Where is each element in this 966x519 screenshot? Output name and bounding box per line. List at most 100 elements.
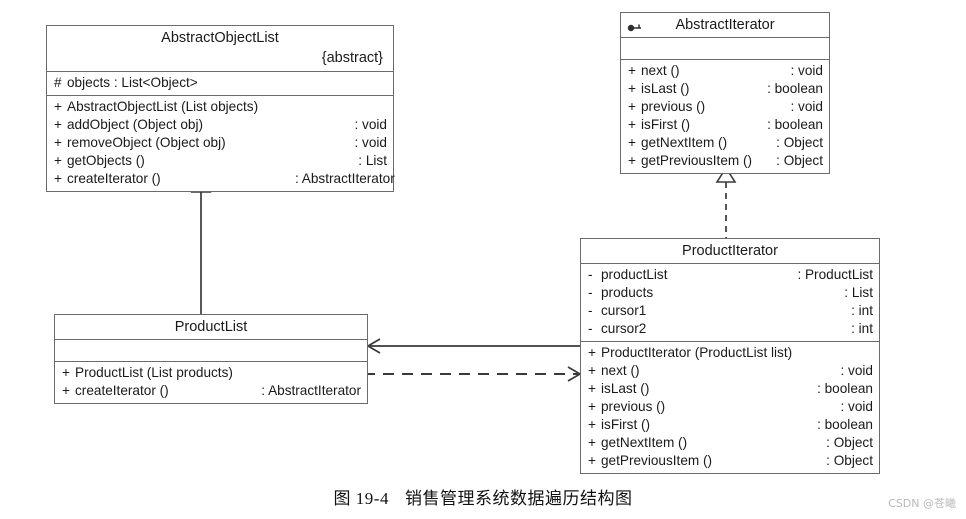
attribute-signature: products	[601, 285, 654, 300]
class-header-product-iterator: ProductIterator	[581, 239, 879, 264]
visibility-marker: -	[588, 267, 593, 282]
operation-type: : void	[840, 363, 874, 378]
attribute-type: : int	[851, 321, 873, 336]
operation-signature: isFirst ()	[641, 117, 691, 132]
class-name-product-iterator: ProductIterator	[682, 243, 778, 259]
operation-row: + next () : void	[621, 62, 829, 80]
visibility-marker: +	[62, 383, 70, 398]
operation-row: + removeObject (Object obj) : void	[47, 134, 393, 152]
operation-row: + getNextItem () : Object	[581, 434, 879, 452]
operation-row: + createIterator () : AbstractIterator	[55, 382, 367, 400]
operation-row: + ProductIterator (ProductList list)	[581, 344, 879, 362]
operation-signature: previous ()	[601, 399, 666, 414]
operation-row: + addObject (Object obj) : void	[47, 116, 393, 134]
operation-type: : void	[790, 63, 824, 78]
operation-signature: createIterator ()	[75, 383, 169, 398]
operation-row: + isLast () : boolean	[581, 380, 879, 398]
operation-row: + isLast () : boolean	[621, 80, 829, 98]
operation-signature: isFirst ()	[601, 417, 651, 432]
operations-abstract-object-list: + AbstractObjectList (List objects) + ad…	[47, 96, 395, 191]
visibility-marker: +	[588, 363, 596, 378]
visibility-marker: +	[54, 153, 62, 168]
attributes-abstract-iterator	[621, 38, 829, 60]
operation-type: : Object	[826, 453, 873, 468]
operation-signature: previous ()	[641, 99, 706, 114]
class-header-abstract-object-list: AbstractObjectList {abstract}	[47, 26, 393, 72]
operation-signature: addObject (Object obj)	[67, 117, 204, 132]
operation-signature: next ()	[641, 63, 680, 78]
visibility-marker: +	[54, 99, 62, 114]
attribute-signature: productList	[601, 267, 668, 282]
operation-type: : void	[840, 399, 874, 414]
visibility-marker: +	[628, 81, 636, 96]
visibility-marker: +	[628, 99, 636, 114]
class-abstract-object-list[interactable]: AbstractObjectList {abstract} # objects …	[46, 25, 395, 192]
operation-type: : Object	[776, 153, 823, 168]
operation-row: + getPreviousItem () : Object	[621, 152, 829, 170]
class-product-list[interactable]: ProductList + ProductList (List products…	[54, 314, 368, 404]
operation-row: + createIterator () : AbstractIterator	[47, 170, 395, 188]
class-product-iterator[interactable]: ProductIterator - productList : ProductL…	[580, 238, 880, 474]
operation-type: : void	[354, 117, 388, 132]
attribute-row: - productList : ProductList	[581, 266, 879, 284]
operation-row: + ProductList (List products)	[55, 364, 367, 382]
attribute-signature: cursor1	[601, 303, 647, 318]
operation-signature: getNextItem ()	[641, 135, 728, 150]
operation-signature: isLast ()	[601, 381, 650, 396]
operations-product-list: + ProductList (List products) + createIt…	[55, 362, 367, 403]
attribute-type: : ProductList	[797, 267, 873, 282]
operations-abstract-iterator: + next () : void + isLast () : boolean +…	[621, 60, 829, 173]
class-name-product-list: ProductList	[174, 319, 248, 335]
class-name-abstract-iterator: AbstractIterator	[675, 17, 775, 33]
operation-row: + isFirst () : boolean	[581, 416, 879, 434]
operation-signature: removeObject (Object obj)	[67, 135, 226, 150]
operation-signature: ProductList (List products)	[75, 365, 233, 380]
attribute-signature: cursor2	[601, 321, 647, 336]
visibility-marker: +	[54, 171, 62, 186]
operation-type: : AbstractIterator	[295, 171, 395, 186]
visibility-marker: #	[54, 75, 62, 90]
operation-type: : Object	[776, 135, 823, 150]
operation-row: + next () : void	[581, 362, 879, 380]
interface-icon	[627, 20, 643, 32]
attribute-type: : int	[851, 303, 873, 318]
operation-row: + previous () : void	[621, 98, 829, 116]
visibility-marker: +	[628, 153, 636, 168]
operation-type: : void	[790, 99, 824, 114]
figure-number: 图 19-4	[333, 489, 389, 508]
operation-type: : Object	[826, 435, 873, 450]
visibility-marker: +	[62, 365, 70, 380]
class-stereotype-abstract-object-list: {abstract}	[321, 50, 383, 66]
operation-row: + AbstractObjectList (List objects)	[47, 98, 393, 116]
operation-type: : boolean	[817, 417, 873, 432]
operations-product-iterator: + ProductIterator (ProductList list) + n…	[581, 342, 879, 473]
operation-type: : void	[354, 135, 388, 150]
visibility-marker: +	[588, 435, 596, 450]
attribute-row: - cursor1 : int	[581, 302, 879, 320]
operation-signature: getPreviousItem ()	[641, 153, 753, 168]
attributes-product-list	[55, 340, 367, 362]
visibility-marker: +	[54, 117, 62, 132]
attribute-type: : List	[844, 285, 873, 300]
realization-productiterator-abstractiterator	[705, 166, 747, 242]
operation-row: + getNextItem () : Object	[621, 134, 829, 152]
visibility-marker: +	[588, 417, 596, 432]
class-abstract-iterator[interactable]: AbstractIterator + next () : void + isLa…	[620, 12, 830, 174]
visibility-marker: +	[628, 117, 636, 132]
operation-type: : boolean	[767, 81, 823, 96]
attribute-row: # objects : List<Object>	[47, 74, 393, 92]
visibility-marker: +	[588, 381, 596, 396]
operation-signature: isLast ()	[641, 81, 690, 96]
attribute-row: - products : List	[581, 284, 879, 302]
operation-row: + getObjects () : List	[47, 152, 393, 170]
operation-signature: getObjects ()	[67, 153, 145, 168]
visibility-marker: +	[588, 345, 596, 360]
operation-signature: ProductIterator (ProductList list)	[601, 345, 793, 360]
generalization-productlist-abstractobjectlist	[180, 176, 222, 318]
visibility-marker: +	[54, 135, 62, 150]
operation-row: + previous () : void	[581, 398, 879, 416]
visibility-marker: -	[588, 285, 593, 300]
attribute-signature: objects : List<Object>	[67, 75, 198, 90]
